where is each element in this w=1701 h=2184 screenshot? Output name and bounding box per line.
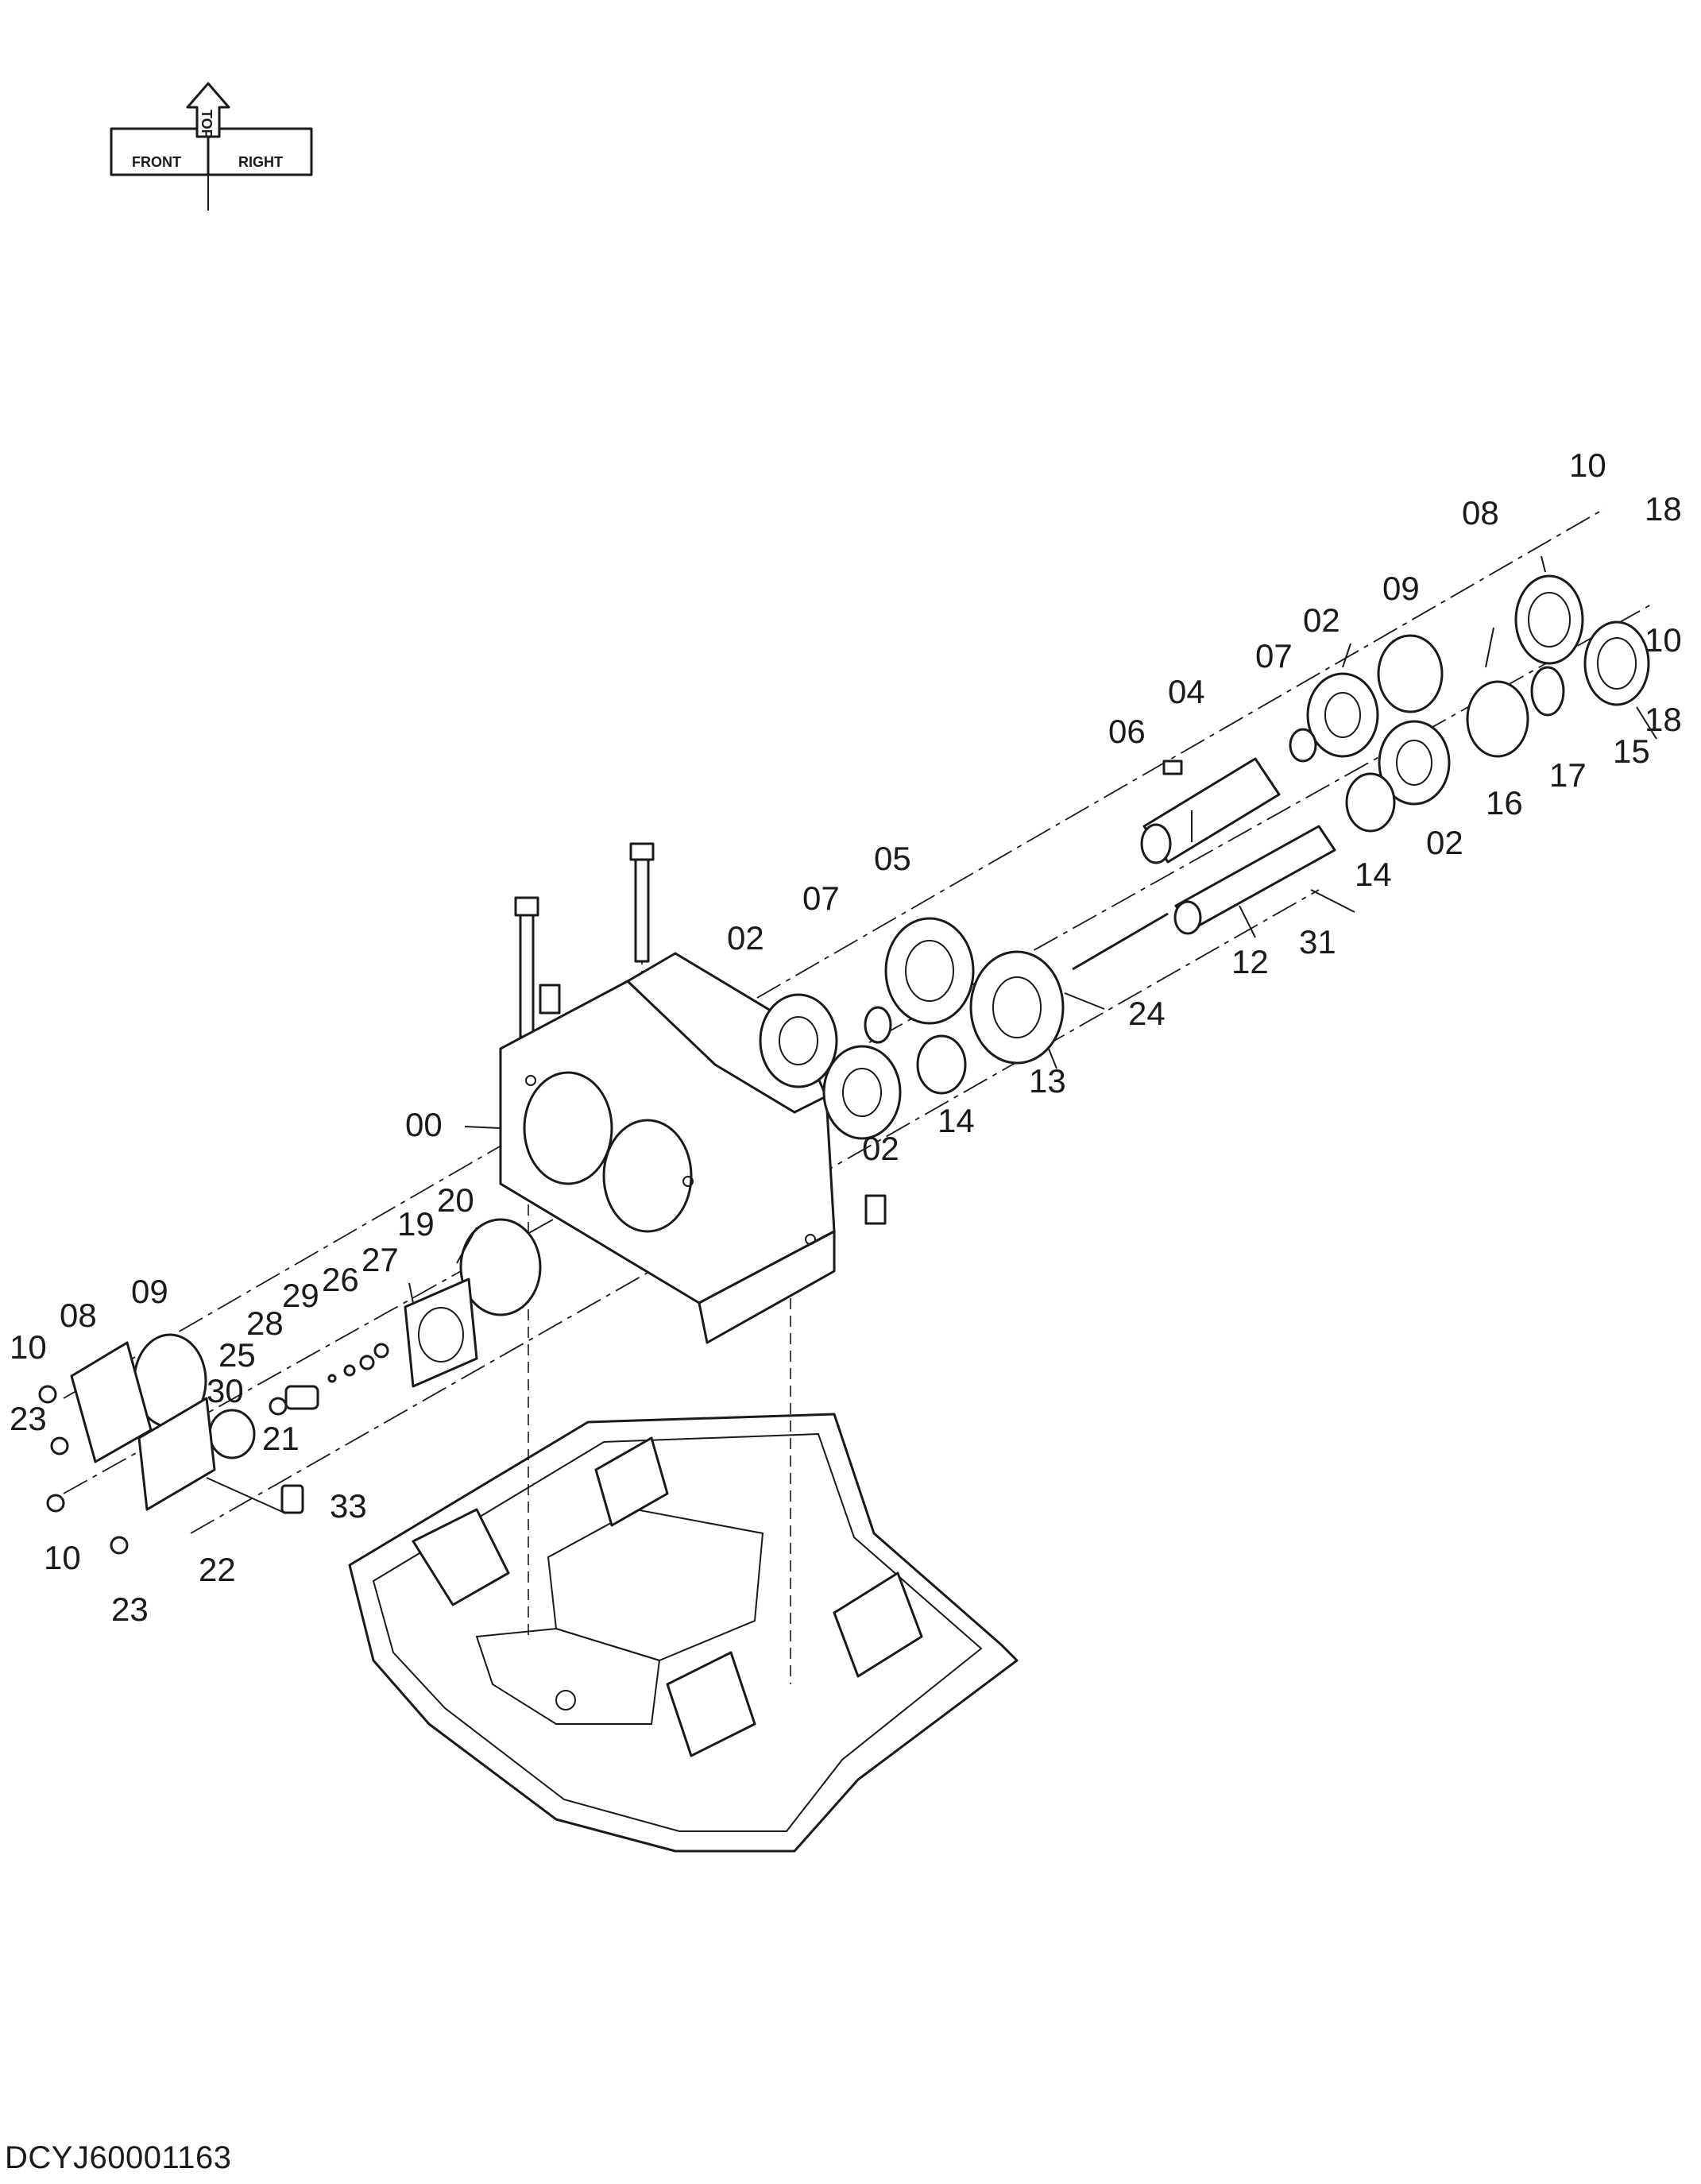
compass-right-label: RIGHT [238, 154, 283, 170]
callout-label: 10 [1645, 621, 1682, 659]
callout-label: 24 [1128, 995, 1166, 1032]
callout-label: 20 [437, 1181, 474, 1219]
callout-label: 18 [1645, 701, 1682, 738]
callout-label: 10 [1569, 446, 1606, 484]
callout-label: 27 [361, 1241, 399, 1278]
callout-label: 30 [207, 1372, 244, 1409]
callout-label: 33 [330, 1487, 367, 1525]
callout-label: 04 [1168, 673, 1205, 710]
callout-label: 15 [1613, 733, 1650, 770]
callout-label: 10 [44, 1539, 81, 1576]
callout-label: 06 [1108, 713, 1146, 750]
callout-label: 08 [1462, 494, 1499, 532]
compass-front-label: FRONT [132, 154, 181, 170]
callout-label: 02 [1303, 601, 1340, 639]
leader-lines [408, 555, 1657, 1304]
callout-label: 26 [322, 1261, 359, 1298]
callout-label: 07 [1255, 637, 1293, 675]
callout-label: 02 [727, 919, 764, 957]
callout-label: 16 [1486, 784, 1523, 821]
callout-label: 14 [937, 1102, 975, 1139]
callout-label: 17 [1549, 756, 1587, 794]
callout-labels: 10 18 08 09 02 07 04 06 10 15 17 18 16 0… [10, 446, 1682, 1628]
compass-top-label: TOP [199, 110, 215, 139]
callout-label: 12 [1231, 943, 1269, 980]
callout-label: 05 [874, 840, 911, 877]
callout-label: 13 [1029, 1062, 1066, 1100]
callout-label: 07 [802, 879, 840, 917]
callout-label: 23 [111, 1591, 149, 1628]
front-cover-parts [38, 1218, 542, 1555]
callout-label: 23 [10, 1400, 47, 1437]
callout-label: 22 [199, 1551, 236, 1588]
callout-label: 21 [262, 1420, 300, 1457]
callout-label: 00 [405, 1106, 443, 1143]
callout-label: 18 [1645, 490, 1682, 528]
callout-label: 28 [246, 1305, 284, 1342]
rear-shaft-parts [759, 574, 1650, 1140]
callout-label: 29 [282, 1277, 319, 1314]
base-plate [348, 1413, 1019, 1853]
callout-label: 31 [1299, 923, 1336, 961]
callout-label: 25 [218, 1336, 256, 1374]
callout-label: 08 [60, 1297, 97, 1334]
callout-label: 10 [10, 1328, 47, 1366]
orientation-compass: FRONT TOP RIGHT [110, 82, 313, 211]
callout-label: 19 [397, 1205, 435, 1243]
drawing-id: DCYJ60001163 [5, 2140, 232, 2175]
callout-label: 09 [1382, 570, 1420, 607]
callout-label: 02 [862, 1130, 899, 1167]
callout-label: 14 [1355, 856, 1392, 893]
gear-housing [499, 952, 836, 1344]
callout-label: 02 [1426, 824, 1463, 861]
callout-label: 09 [131, 1273, 168, 1310]
